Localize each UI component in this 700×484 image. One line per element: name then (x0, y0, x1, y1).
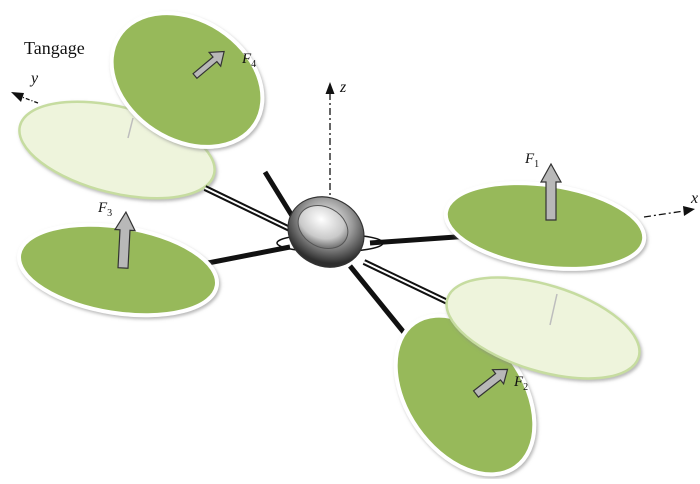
force-arrow-f4 (192, 50, 225, 80)
z-axis (325, 82, 335, 205)
force-label-f2: F2 (513, 374, 528, 393)
force-arrow-f2 (472, 368, 509, 398)
central-hub (287, 196, 365, 268)
axis-label-y: y (29, 70, 39, 87)
x-axis (643, 206, 695, 218)
axis-label-z: z (339, 79, 347, 96)
axis-label-x: x (690, 190, 698, 207)
force-arrow-f1 (539, 162, 563, 221)
rotor-f4 (109, 11, 265, 149)
force-label-f4: F4 (241, 51, 256, 70)
rotor-pale-front-right (445, 276, 641, 380)
rotor-f1 (443, 181, 647, 271)
force-arrow-f3 (113, 210, 136, 269)
force-label-f3: F3 (97, 200, 112, 219)
y-axis (11, 92, 39, 104)
title-tangage: Tangage (24, 38, 85, 58)
force-label-f1: F1 (524, 151, 539, 170)
